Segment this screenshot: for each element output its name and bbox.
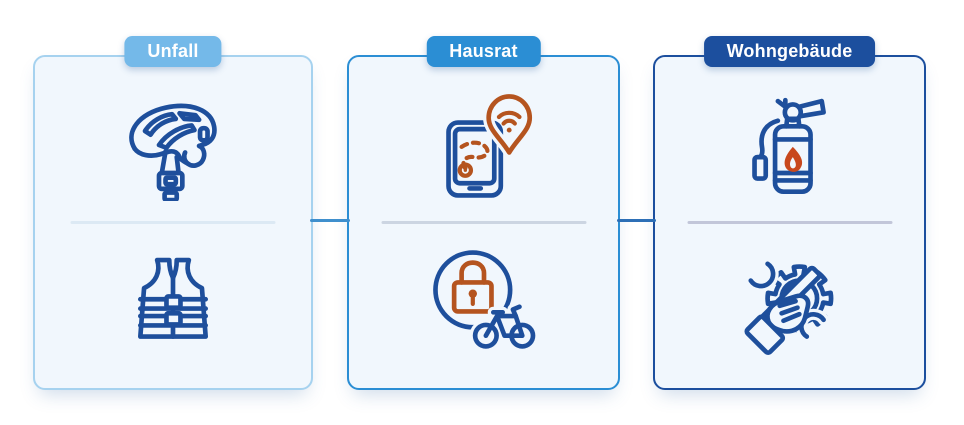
badge-wohngebaeude: Wohngebäude bbox=[703, 36, 876, 67]
badge-hausrat: Hausrat bbox=[426, 36, 541, 67]
card-wohngebaeude[interactable]: Wohngebäude bbox=[653, 36, 926, 390]
fire-extinguisher-icon bbox=[655, 77, 924, 213]
bike-helmet-icon bbox=[35, 77, 311, 213]
safety-vest-icon bbox=[35, 233, 311, 373]
repair-service-icon bbox=[655, 233, 924, 373]
card-divider bbox=[70, 221, 276, 224]
card-divider bbox=[687, 221, 892, 224]
phone-gps-tracking-icon bbox=[349, 77, 618, 213]
badge-unfall: Unfall bbox=[124, 36, 222, 67]
card-connector-line bbox=[617, 219, 656, 222]
card-unfall[interactable]: Unfall bbox=[33, 36, 313, 390]
card-hausrat[interactable]: Hausrat bbox=[347, 36, 620, 390]
card-connector-line bbox=[310, 219, 350, 222]
card-divider bbox=[381, 221, 586, 224]
bicycle-lock-icon bbox=[349, 233, 618, 373]
